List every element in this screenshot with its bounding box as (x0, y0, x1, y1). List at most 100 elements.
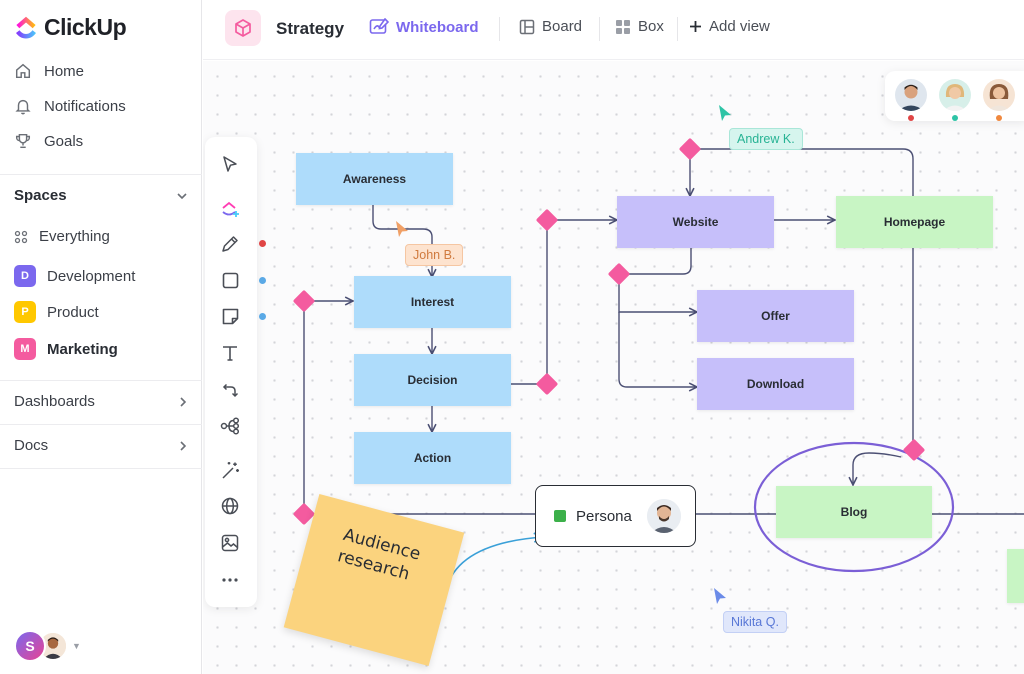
node-blog[interactable]: Blog (776, 486, 932, 538)
magic-tool[interactable] (219, 459, 241, 481)
cursor-john-icon (396, 221, 408, 237)
collaborators-panel (885, 71, 1024, 121)
presence-dot (952, 115, 958, 121)
node-homepage[interactable]: Homepage (836, 196, 993, 248)
view-header: Strategy Whiteboard Board Box Add view (203, 0, 1024, 60)
nav-goals[interactable]: Goals (14, 132, 83, 150)
space-label: Product (47, 303, 99, 321)
board-icon (519, 19, 535, 34)
home-icon (15, 63, 31, 79)
tab-board[interactable]: Board (519, 18, 582, 35)
bell-icon (15, 99, 31, 115)
shape-color-dot (259, 277, 266, 284)
node-action[interactable]: Action (354, 432, 511, 484)
spaces-header[interactable]: Spaces (14, 187, 188, 204)
persona-card[interactable]: Persona (535, 485, 696, 547)
sticky-note-text: Audience research (335, 524, 423, 587)
more-dots-icon (222, 578, 238, 582)
tab-separator (499, 17, 500, 41)
globe-icon (221, 497, 239, 515)
cursor-label-nikita: Nikita Q. (723, 611, 787, 633)
cursor-andrew-icon (719, 105, 731, 121)
sticky-note-icon (222, 308, 238, 324)
box-grid-icon (616, 19, 630, 34)
grid-dots-icon (14, 230, 28, 243)
everything-label: Everything (39, 228, 110, 245)
magic-wand-icon (221, 461, 239, 479)
clickup-logo[interactable]: ClickUp (14, 14, 127, 41)
node-interest[interactable]: Interest (354, 276, 511, 328)
connectors-layer (303, 148, 1024, 590)
nav-home[interactable]: Home (14, 62, 84, 80)
chevron-down-icon[interactable] (176, 190, 188, 202)
sidebar-item-dashboards[interactable]: Dashboards (14, 393, 188, 410)
node-decision[interactable]: Decision (354, 354, 511, 406)
node-offer[interactable]: Offer (697, 290, 854, 342)
mindmap-icon (220, 417, 240, 435)
sidebar-divider (0, 424, 202, 425)
nav-goals-label: Goals (44, 132, 84, 150)
square-icon (222, 272, 238, 288)
docs-label: Docs (14, 437, 49, 454)
whiteboard-canvas[interactable]: Awareness Interest Decision Action Websi… (203, 61, 1024, 674)
embed-tool[interactable] (219, 495, 241, 517)
sticky-color-dot (259, 313, 266, 320)
tab-board-label: Board (542, 18, 583, 35)
add-view-label: Add view (709, 18, 770, 35)
sidebar-divider (0, 468, 202, 469)
collaborator-avatar[interactable] (895, 79, 927, 111)
sidebar-item-marketing[interactable]: M Marketing (14, 338, 118, 360)
text-tool[interactable] (219, 342, 241, 364)
collaborator-avatar[interactable] (983, 79, 1015, 111)
tab-separator (677, 17, 678, 41)
image-tool[interactable] (219, 532, 241, 554)
sidebar-divider (0, 174, 202, 175)
whiteboard-icon (369, 18, 389, 34)
user-menu[interactable]: S ▼ (14, 630, 81, 662)
plus-icon (690, 21, 701, 32)
select-tool[interactable] (219, 153, 241, 175)
clickup-ai-tool[interactable] (219, 197, 241, 219)
add-view-button[interactable]: Add view (689, 18, 770, 35)
shape-tool[interactable] (219, 269, 241, 291)
nav-notifications-label: Notifications (44, 97, 126, 115)
node-awareness[interactable]: Awareness (296, 153, 453, 205)
node-website[interactable]: Website (617, 196, 774, 248)
more-tools-button[interactable] (219, 569, 241, 591)
cursor-nikita-icon (714, 588, 726, 604)
mindmap-tool[interactable] (219, 415, 241, 437)
whiteboard-toolbox (205, 137, 266, 607)
sidebar: ClickUp Home Notifications Goals Spaces … (0, 0, 202, 674)
cursor-label-john: John B. (405, 244, 464, 266)
cursor-arrow-icon (223, 156, 237, 172)
pen-icon (222, 236, 238, 252)
clickup-logo-icon (16, 16, 36, 38)
image-icon (221, 534, 239, 552)
trophy-icon (15, 133, 31, 149)
space-icon[interactable] (225, 10, 261, 46)
presence-dot (908, 115, 914, 121)
pen-tool[interactable] (219, 233, 241, 255)
collaborator-avatar[interactable] (939, 79, 971, 111)
pen-color-dot (259, 240, 266, 247)
tab-whiteboard[interactable]: Whiteboard (369, 18, 479, 36)
nav-notifications[interactable]: Notifications (14, 97, 126, 115)
cube-icon (235, 19, 251, 37)
sidebar-item-docs[interactable]: Docs (14, 437, 188, 454)
space-badge: D (14, 265, 36, 287)
sticky-note-tool[interactable] (219, 305, 241, 327)
sidebar-item-product[interactable]: P Product (14, 301, 99, 323)
node-download[interactable]: Download (697, 358, 854, 410)
tab-box-label: Box (638, 18, 664, 35)
text-icon (223, 346, 237, 361)
caret-down-icon: ▼ (72, 641, 81, 651)
chevron-right-icon (180, 440, 187, 451)
sidebar-item-development[interactable]: D Development (14, 265, 135, 287)
connector-tool[interactable] (219, 379, 241, 401)
space-badge: M (14, 338, 36, 360)
user-avatar: S (14, 630, 46, 662)
tab-box[interactable]: Box (615, 18, 664, 35)
sidebar-item-everything[interactable]: Everything (14, 228, 110, 245)
node-partial[interactable] (1007, 549, 1024, 603)
